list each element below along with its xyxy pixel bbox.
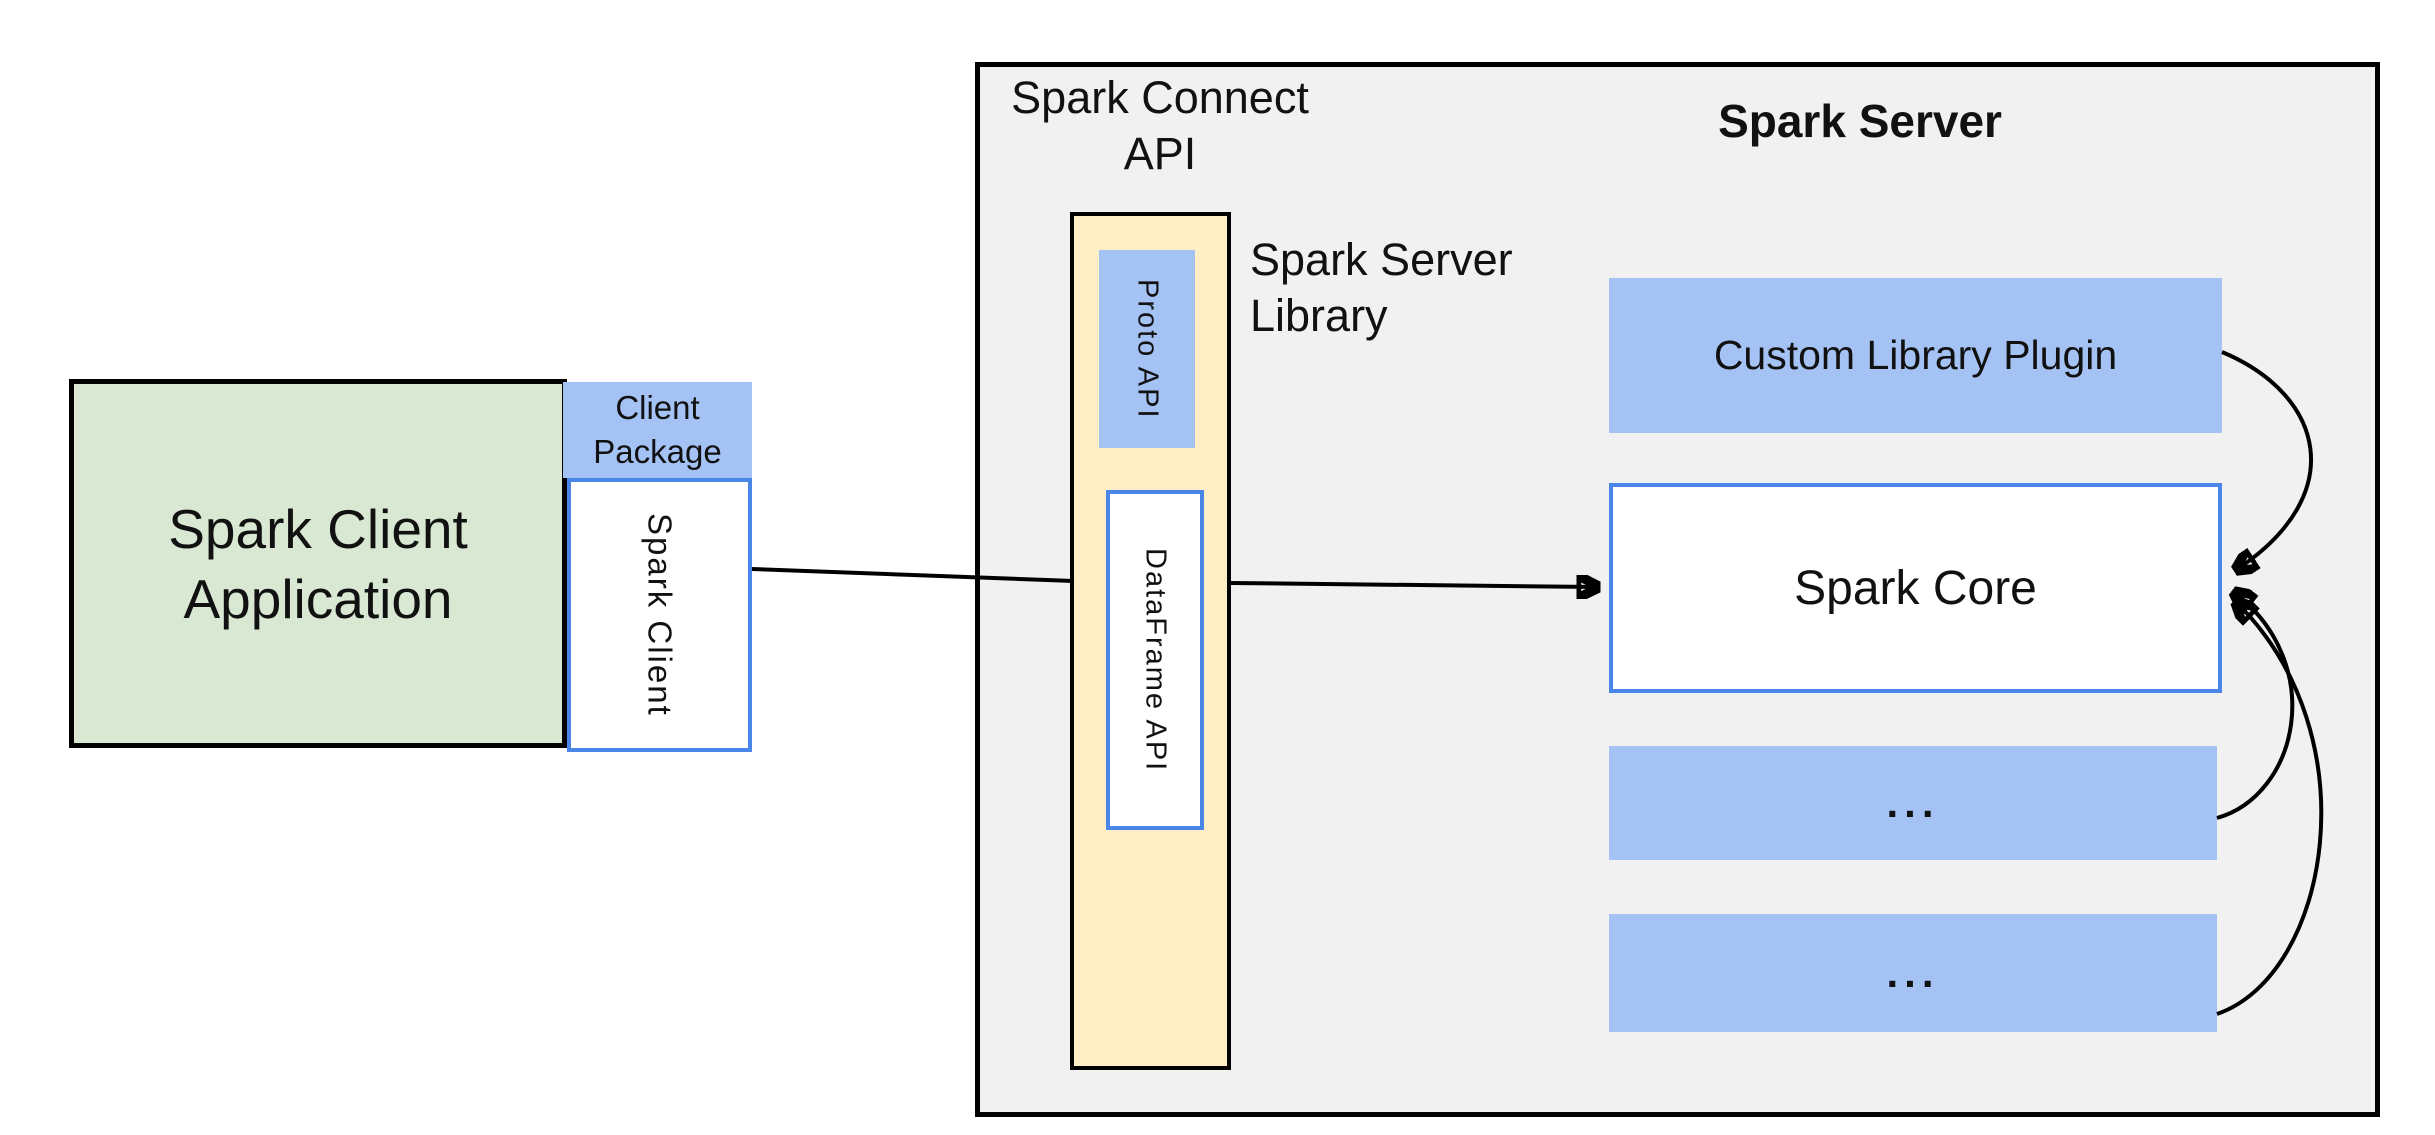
custom-library-plugin-label: Custom Library Plugin — [1713, 332, 2118, 378]
ellipsis-label-2: ... — [1886, 949, 1940, 996]
spark-client-label: Spark Client — [641, 513, 679, 717]
dataframe-api-box: DataFrame API — [1106, 490, 1204, 830]
proto-api-box: Proto API — [1099, 250, 1195, 448]
spark-server-library-label: Spark Server Library — [1250, 234, 1513, 341]
ellipsis-box-2: ... — [1609, 914, 2217, 1032]
spark-client-application-box: Spark Client Application — [69, 379, 567, 748]
proto-api-label: Proto API — [1131, 278, 1164, 420]
ellipsis-box-1: ... — [1609, 746, 2217, 860]
custom-library-plugin-box: Custom Library Plugin — [1609, 278, 2222, 433]
spark-client-box: Spark Client — [567, 478, 752, 752]
dataframe-api-label: DataFrame API — [1139, 547, 1172, 773]
spark-connect-api-title: Spark Connect API — [1011, 72, 1309, 179]
ellipsis-label-1: ... — [1886, 779, 1940, 826]
spark-core-box: Spark Core — [1609, 483, 2222, 693]
client-package-label: Client Package — [593, 389, 722, 470]
spark-client-application-label: Spark Client Application — [168, 497, 468, 630]
client-package-box: Client Package — [563, 382, 752, 478]
spark-core-label: Spark Core — [1794, 561, 2037, 615]
spark-server-title: Spark Server — [1718, 95, 2002, 147]
